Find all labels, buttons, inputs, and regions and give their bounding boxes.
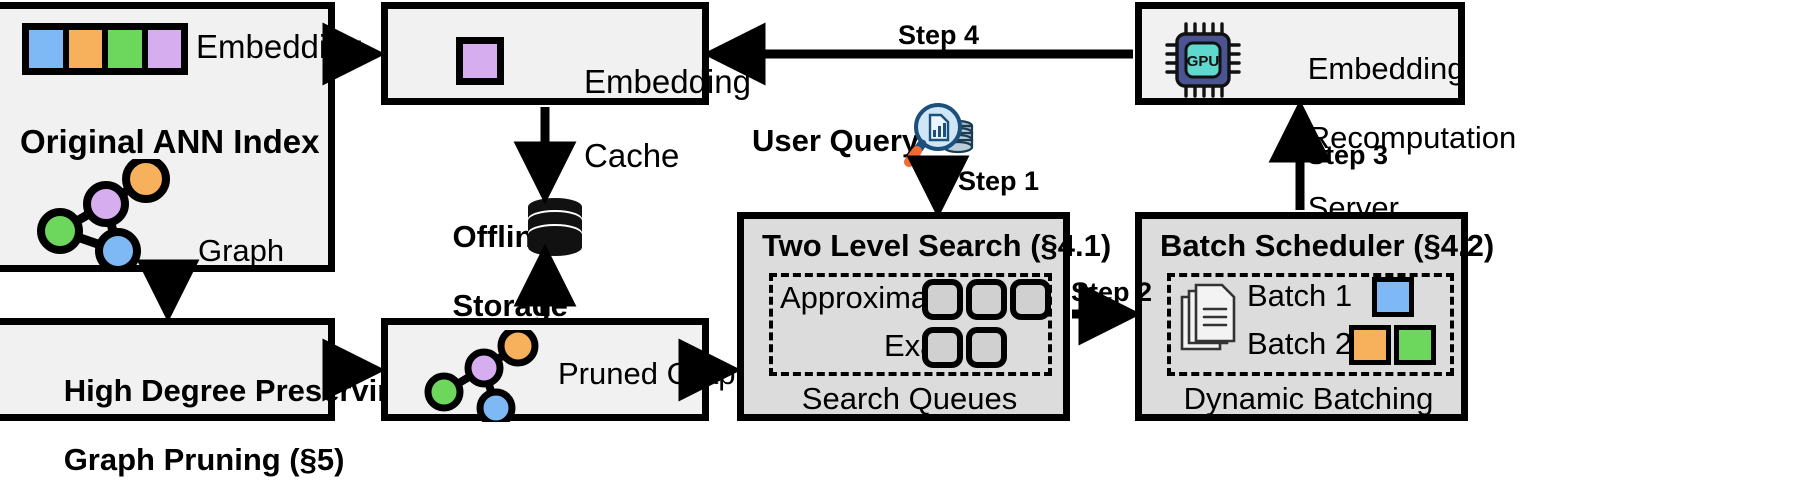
recomputation-server-title: Embedding Recomputation Server xyxy=(1256,17,1517,260)
magnifier-document-database-icon xyxy=(904,103,974,167)
pruned-graph-icon xyxy=(424,330,539,422)
graph-pruning-line1: High Degree Preserving xyxy=(63,372,416,408)
graph-label: Graph xyxy=(198,233,285,268)
batch-1-swatch-blue xyxy=(1372,277,1414,317)
pruned-graph-box: Pruned Graph xyxy=(381,318,753,422)
step-2-label: Step 2 xyxy=(1071,277,1153,307)
database-icon xyxy=(528,198,582,256)
embedding-cache-title-line1: Embedding xyxy=(584,62,751,100)
embedding-cache-swatch xyxy=(456,37,504,85)
user-query-label: User Query xyxy=(752,123,920,158)
approximate-queue-slot[interactable] xyxy=(1010,279,1051,320)
search-queues-group xyxy=(769,273,1052,376)
embedding-cache-box: Embedding Cache xyxy=(381,2,751,174)
step-1-label: Step 1 xyxy=(958,166,1040,196)
embedding-cell-purple xyxy=(147,30,181,68)
embedding-cell-orange xyxy=(68,30,102,68)
exact-queue-slot[interactable] xyxy=(922,327,963,368)
batch-2-swatch-orange xyxy=(1349,325,1391,365)
original-ann-index-box: Embedding Original ANN Index Graph xyxy=(0,2,363,272)
approximate-queue-slot[interactable] xyxy=(922,279,963,320)
embedding-label: Embedding xyxy=(196,28,363,65)
step-4-label: Step 4 xyxy=(898,20,980,50)
embedding-cell-green xyxy=(108,30,142,68)
pruned-graph-label: Pruned Graph xyxy=(558,356,753,391)
graph-pruning-line2: Graph Pruning (§5) xyxy=(63,442,345,478)
graph-pruning-box: High Degree Preserving Graph Pruning (§5… xyxy=(0,318,415,477)
server-title-line1: Embedding xyxy=(1307,50,1465,86)
embedding-cell-blue xyxy=(29,30,63,68)
embedding-cache-title-line2: Cache xyxy=(584,136,680,174)
gpu-icon-text: GPU xyxy=(1187,53,1220,70)
search-queues-caption: Search Queues xyxy=(801,381,1018,416)
two-level-search-box: Two Level Search (§4.1) Approximate Exac… xyxy=(737,212,1112,421)
batch-scheduler-box: Batch Scheduler (§4.2) Batch 1 Batch 2 D… xyxy=(1135,212,1495,421)
exact-queue-slot[interactable] xyxy=(966,327,1007,368)
embedding-recomputation-server-box: GPU Embedding Recomputation Server xyxy=(1135,2,1516,224)
approximate-queue-slot[interactable] xyxy=(966,279,1007,320)
batch-scheduler-title: Batch Scheduler (§4.2) xyxy=(1160,228,1495,263)
ann-graph-icon xyxy=(37,159,170,269)
gpu-chip-icon: GPU xyxy=(1165,22,1241,98)
batch-2-label: Batch 2 xyxy=(1247,326,1353,361)
embedding-cache-title: Embedding Cache xyxy=(529,27,751,212)
batch-2-swatch-green xyxy=(1394,325,1436,365)
server-title-line2: Recomputation xyxy=(1307,120,1517,156)
embedding-vector-strip xyxy=(22,23,188,75)
documents-stack-icon xyxy=(1180,283,1236,351)
batch-1-label: Batch 1 xyxy=(1247,278,1353,313)
dynamic-batching-caption: Dynamic Batching xyxy=(1183,381,1434,416)
graph-pruning-title: High Degree Preserving Graph Pruning (§5… xyxy=(12,339,415,481)
step-3-label: Step 3 xyxy=(1307,140,1389,170)
two-level-search-title: Two Level Search (§4.1) xyxy=(762,228,1112,263)
original-ann-index-title: Original ANN Index xyxy=(20,123,320,160)
dynamic-batching-group xyxy=(1167,273,1454,376)
